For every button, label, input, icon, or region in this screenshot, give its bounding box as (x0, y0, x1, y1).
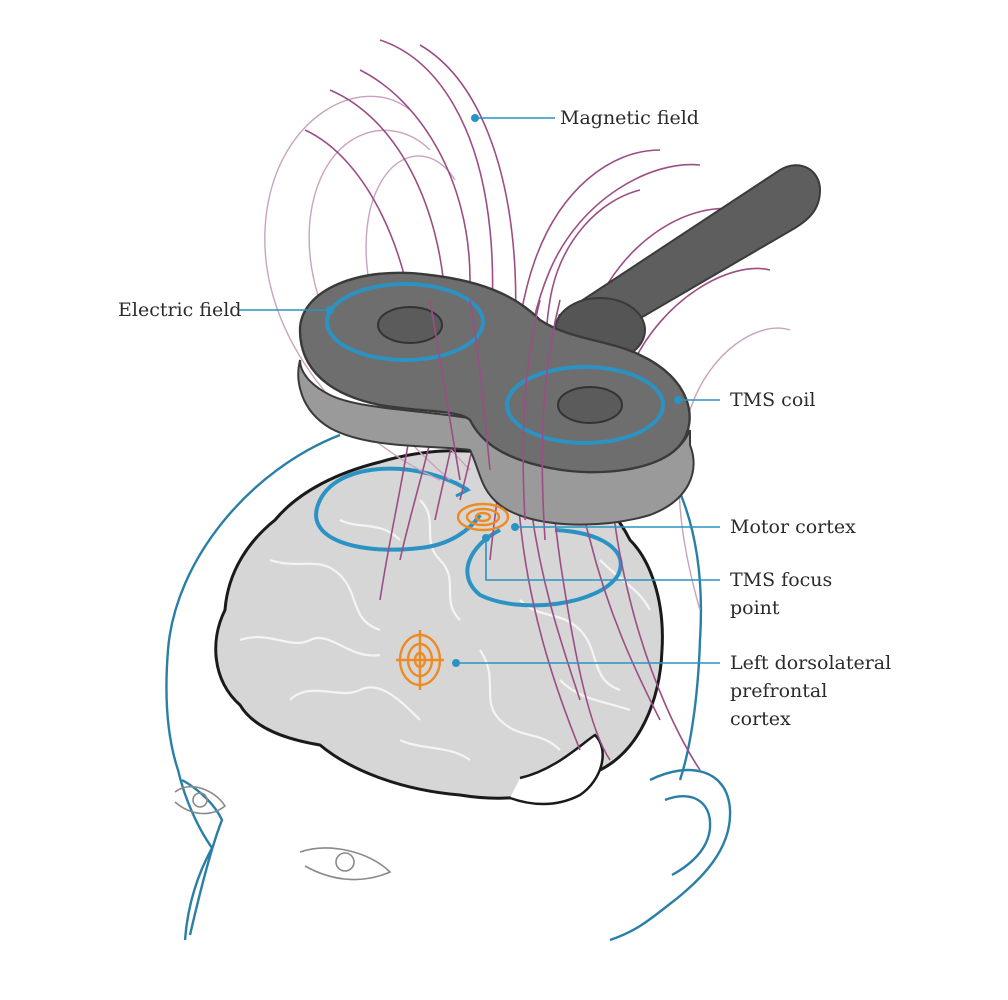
label-tms-coil: TMS coil (730, 389, 815, 411)
label-tms-focus-point-line1: TMS focus (730, 569, 832, 591)
label-dlpfc-line1: Left dorsolateral (730, 652, 891, 674)
label-dlpfc-line3: cortex (730, 708, 791, 730)
label-electric-field: Electric field (118, 299, 241, 321)
label-magnetic-field: Magnetic field (560, 107, 699, 129)
label-motor-cortex: Motor cortex (730, 516, 856, 538)
label-tms-focus-point-line2: point (730, 597, 780, 619)
label-dlpfc-line2: prefrontal (730, 680, 827, 702)
ear (610, 770, 730, 940)
